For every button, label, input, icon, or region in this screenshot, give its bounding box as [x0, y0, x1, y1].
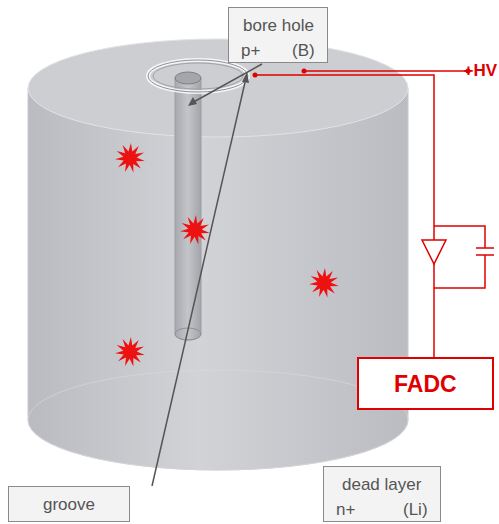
detector-body — [28, 88, 408, 470]
voltage-label: +HV — [463, 62, 497, 79]
feedback-wire — [434, 255, 485, 288]
groove-ring — [148, 60, 248, 92]
signal-wire — [433, 264, 435, 357]
node-text: n+ — [336, 501, 355, 518]
feedback-wire — [434, 226, 485, 248]
node-text: p+ — [241, 42, 260, 59]
bore-hole — [175, 78, 201, 340]
leader-line — [190, 64, 262, 104]
detector-bottom-rim — [28, 370, 408, 470]
fadc-box: FADC — [357, 357, 494, 410]
amplifier-symbol — [422, 240, 446, 264]
wire-dot — [302, 69, 307, 74]
groove-ring-edge — [148, 60, 248, 92]
bore-hole-top — [175, 72, 201, 84]
leader-arrowhead — [188, 97, 197, 106]
node-text: FADC — [394, 373, 457, 396]
interaction-burst — [115, 337, 145, 367]
hv-wire — [304, 70, 468, 72]
capacitor-plate — [476, 247, 494, 249]
wire-dot — [253, 73, 258, 78]
signal-wire — [255, 75, 434, 240]
node-text: (Li) — [403, 501, 428, 518]
groove-ring-inner — [153, 63, 243, 89]
leader-line — [152, 78, 246, 486]
node-text: bore hole — [243, 17, 314, 34]
interaction-burst — [180, 215, 210, 245]
leader-arrowhead — [242, 72, 249, 83]
interaction-burst — [115, 143, 145, 173]
node-text: groove — [43, 496, 95, 513]
node-text: (B) — [292, 42, 315, 59]
node-text: dead layer — [342, 476, 421, 493]
label-box: bore hole p+ (B) — [228, 7, 328, 63]
label-box: dead layer n+ (Li) — [323, 466, 441, 522]
interaction-burst — [309, 268, 339, 298]
detector-top — [28, 39, 408, 137]
label-box: groove — [8, 486, 130, 522]
